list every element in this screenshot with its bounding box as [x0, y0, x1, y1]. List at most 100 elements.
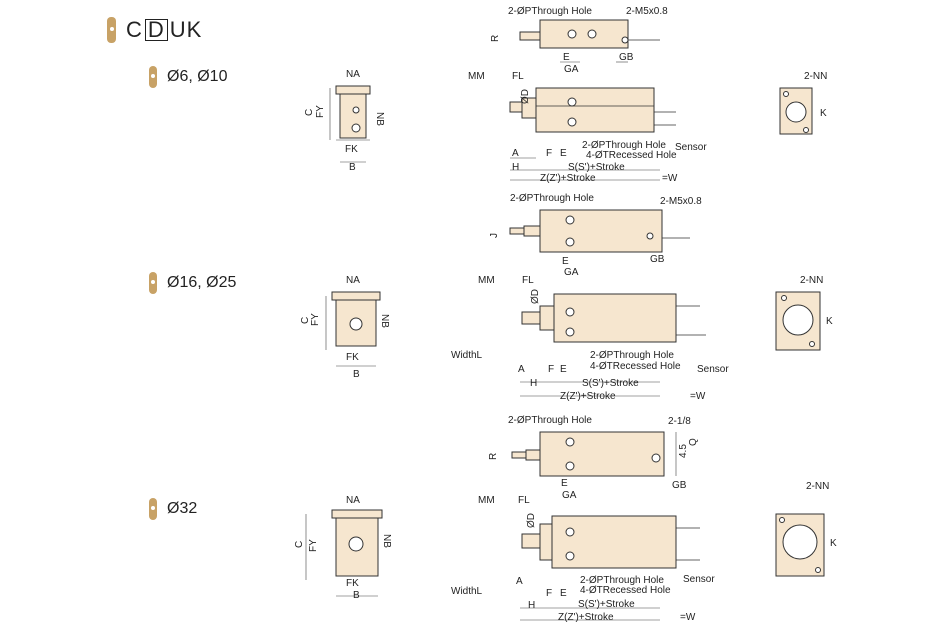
dim-f-2: F [548, 364, 554, 375]
dim-na-3: NA [346, 495, 360, 506]
title-c: C [126, 17, 143, 42]
side-view-16-25: MM FL ØD Sensor 2-ØPThrough Hole 4-ØTRec… [451, 275, 729, 402]
label-width-l-2: WidthL [451, 350, 483, 361]
dim-w-1: =W [662, 173, 678, 184]
dim-mm-2: MM [478, 275, 495, 286]
dim-fk-3: FK [346, 578, 359, 589]
dim-a-3: A [516, 576, 523, 587]
dim-h-2: H [530, 378, 537, 389]
dim-e-3: E [561, 478, 568, 489]
label-sensor-3: Sensor [683, 574, 715, 585]
top-view-32: 2-ØPThrough Hole 2-1/8 E GA GB R 4.5 Q [488, 415, 699, 501]
dim-45-3: 4.5 [678, 444, 689, 458]
bullet-marker [149, 498, 157, 520]
bullet-marker [149, 272, 157, 294]
series-title: C D UK [107, 17, 202, 43]
rear-view-6-10: 2-NN K [779, 71, 827, 135]
label-m5-1: 2-M5x0.8 [626, 6, 668, 17]
dim-nb: NB [374, 112, 385, 126]
dim-f-1: F [546, 148, 552, 159]
rear-view-32: 2-NN K [775, 481, 837, 577]
dim-z-2: Z(Z')+Stroke [560, 391, 616, 402]
top-view-6-10: 2-ØPThrough Hole 2-M5x0.8 E GA GB R [490, 6, 668, 75]
dim-nb-2: NB [379, 314, 390, 328]
dim-h-3: H [528, 600, 535, 611]
dim-nb-3: NB [381, 534, 392, 548]
label-1-8: 2-1/8 [668, 416, 691, 427]
dim-r-3: R [488, 453, 499, 460]
bullet-marker [149, 66, 157, 88]
bullet-marker [107, 17, 116, 43]
end-view-6-10: NA NB FK B C FY [304, 69, 385, 173]
dim-c-2: C [300, 317, 311, 324]
dim-w-2: =W [690, 391, 706, 402]
dim-q-3: Q [688, 438, 699, 446]
dim-na-2: NA [346, 275, 360, 286]
dim-gb-2: GB [650, 254, 665, 265]
dim-b-2: B [353, 369, 360, 380]
dim-gb: GB [619, 52, 634, 63]
dim-ga-3: GA [562, 490, 577, 501]
dim-c-3: C [294, 541, 305, 548]
label-nn-3: 2-NN [806, 481, 829, 492]
dim-k-1: K [820, 108, 827, 119]
dim-w-3: =W [680, 612, 696, 623]
dim-z-1: Z(Z')+Stroke [540, 173, 596, 184]
dim-z-3: Z(Z')+Stroke [558, 612, 614, 623]
title-uk: UK [169, 17, 203, 42]
dim-h-1: H [512, 162, 519, 173]
dim-f-3: F [546, 588, 552, 599]
label-through-small-3: 2-ØPThrough Hole [580, 575, 664, 586]
dim-ga-2: GA [564, 267, 579, 278]
top-view-16-25: 2-ØPThrough Hole 2-M5x0.8 E GA GB J [489, 193, 702, 278]
dim-fl-3: FL [518, 495, 530, 506]
dim-k-2: K [826, 316, 833, 327]
label-recessed-2: 4-ØTRecessed Hole [590, 361, 681, 372]
dim-b-3: B [353, 590, 360, 601]
dim-e-1b: E [560, 148, 567, 159]
end-view-32: NA NB FK B C FY [294, 495, 392, 601]
side-view-32: MM FL ØD Sensor 2-ØPThrough Hole 4-ØTRec… [451, 495, 715, 623]
label-through-hole-3: 2-ØPThrough Hole [508, 415, 592, 426]
section-label-16-25: Ø16, Ø25 [149, 272, 236, 294]
dim-e-2b: E [560, 364, 567, 375]
dim-a-1: A [512, 148, 519, 159]
dim-na: NA [346, 69, 360, 80]
dim-j-2: J [489, 233, 500, 238]
end-view-16-25: NA NB FK B C FY [300, 275, 390, 380]
label-m5-2: 2-M5x0.8 [660, 196, 702, 207]
label-nn-1: 2-NN [804, 71, 827, 82]
dim-r: R [490, 35, 501, 42]
dim-c: C [304, 109, 315, 116]
dim-e-2: E [562, 256, 569, 267]
dim-fk-2: FK [346, 352, 359, 363]
dim-fy-3: FY [308, 539, 319, 552]
label-width-l-3: WidthL [451, 586, 483, 597]
label-nn-2: 2-NN [800, 275, 823, 286]
dim-k-3: K [830, 538, 837, 549]
label-sensor-2: Sensor [697, 364, 729, 375]
label-recessed-3: 4-ØTRecessed Hole [580, 585, 671, 596]
label-through-hole-2: 2-ØPThrough Hole [510, 193, 594, 204]
label-through-small-2: 2-ØPThrough Hole [590, 350, 674, 361]
dim-gb-3: GB [672, 480, 687, 491]
dim-s-2: S(S')+Stroke [582, 378, 639, 389]
section-label-32: Ø32 [149, 498, 197, 520]
dim-od-1: ØD [520, 89, 531, 104]
dim-e-3b: E [560, 588, 567, 599]
rear-view-16-25: 2-NN K [775, 275, 833, 351]
title-boxed-d: D [144, 19, 168, 41]
dim-a-2: A [518, 364, 525, 375]
dim-mm-3: MM [478, 495, 495, 506]
dim-fk: FK [345, 144, 358, 155]
dim-fy: FY [315, 105, 326, 118]
label-through-hole-1: 2-ØPThrough Hole [508, 6, 592, 17]
side-view-6-10: MM FL ØD Sensor 2-ØPThrough Hole 4-ØTRec… [468, 71, 707, 184]
dim-ga: GA [564, 64, 579, 75]
dim-fl-2: FL [522, 275, 534, 286]
dim-mm-1: MM [468, 71, 485, 82]
dim-e: E [563, 52, 570, 63]
dim-od-2: ØD [530, 289, 541, 304]
label-through-small-1: 2-ØPThrough Hole [582, 140, 666, 151]
